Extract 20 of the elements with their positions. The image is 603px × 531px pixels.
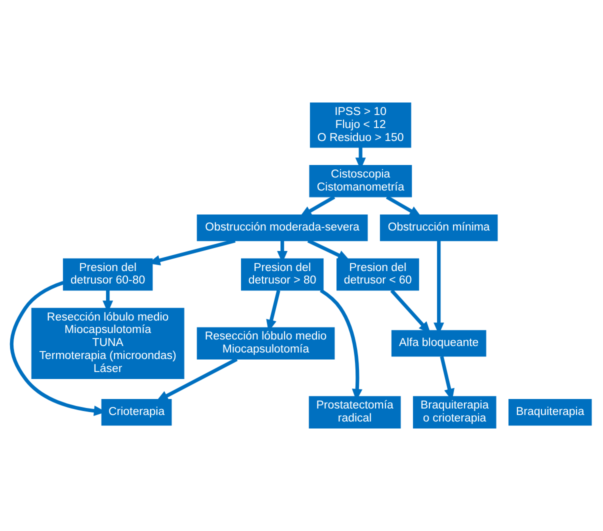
node-box: Obstrucción mínima (380, 214, 498, 242)
arrow (266, 290, 280, 332)
arrow (386, 195, 422, 218)
node-box: Crioterapia (101, 399, 172, 426)
node-box: Cistoscopia Cistomanometría (309, 164, 412, 198)
arrow (156, 358, 238, 402)
node-box: Presion del detrusor > 80 (241, 258, 324, 291)
node-box: Resección lóbulo medio Miocapsulotomía TUNA Termoterapia (microondas) Láser (31, 308, 184, 379)
node-box: Prostatectomía radical (308, 396, 401, 428)
arrow (307, 239, 350, 261)
node-box: Braquiterapia (508, 399, 592, 426)
node-box: Presion del detrusor 60-80 (62, 258, 153, 291)
node-box: Resección lóbulo medio Miocapsulotomía (196, 327, 335, 360)
node-box: IPSS > 10 Flujo < 12 O Residuo > 150 (310, 102, 412, 148)
node-box: Braquiterapia o crioterapia (412, 396, 496, 428)
arrow (300, 195, 336, 218)
arrow (440, 356, 454, 401)
node-box: Obstrucción moderada-severa (196, 214, 368, 242)
node-box: Presion del detrusor < 60 (336, 258, 420, 291)
node-box: Alfa bloqueante (391, 330, 486, 357)
